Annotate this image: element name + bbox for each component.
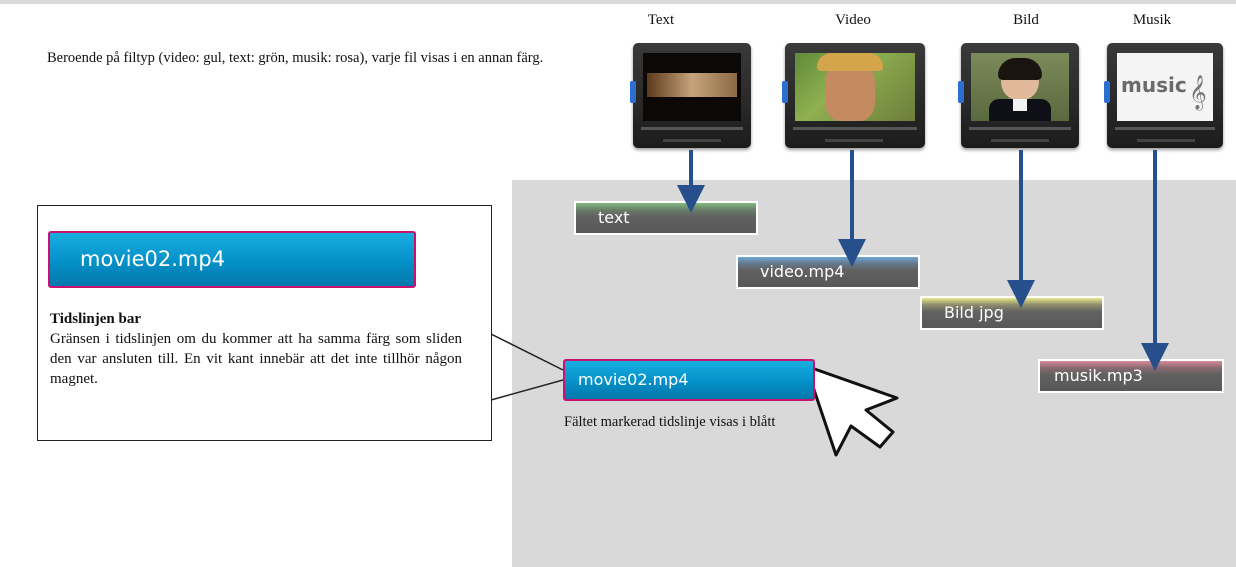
thumbnail-label-music: Musik [1132,12,1172,28]
callout-body: Gränsen i tidslinjen om du kommer att ha… [50,331,462,387]
clip-music[interactable]: musik.mp3 [1038,359,1224,393]
selected-clip[interactable]: movie02.mp4 [563,359,815,401]
thumbnail-label-image: Bild [1013,12,1039,28]
clip-text[interactable]: text [574,201,758,235]
callout-pointer [490,333,564,371]
clip-video-label: video.mp4 [760,262,845,281]
music-screen-text: music [1121,73,1187,97]
clip-text-label: text [598,208,630,227]
treble-clef-icon: 𝄞 [1189,75,1207,110]
callout-heading: Tidslinjen bar [50,311,142,327]
clip-image-label: Bild jpg [944,303,1004,322]
timeline-bar-callout: movie02.mp4 Tidslinjen bar Gränsen i tid… [37,205,492,441]
image-thumbnail[interactable] [958,43,1079,148]
callout-clip: movie02.mp4 [48,231,416,288]
callout-clip-label: movie02.mp4 [80,247,226,271]
thumbnail-label-video: Video [835,12,871,28]
text-thumbnail[interactable] [630,43,751,148]
music-thumbnail[interactable]: music 𝄞 [1104,43,1223,148]
top-divider [0,0,1236,4]
selected-clip-label: movie02.mp4 [578,370,689,389]
selected-clip-note: Fältet markerad tidslinje visas i blått [564,414,776,430]
clip-video[interactable]: video.mp4 [736,255,920,289]
arrow-pointer-icon [804,364,899,457]
thumbnail-label-text: Text [647,12,675,28]
video-thumbnail[interactable] [782,43,925,148]
clip-music-label: musik.mp3 [1054,366,1143,385]
callout-pointer-lower [490,379,564,401]
intro-text: Beroende på filtyp (video: gul, text: gr… [47,50,544,66]
